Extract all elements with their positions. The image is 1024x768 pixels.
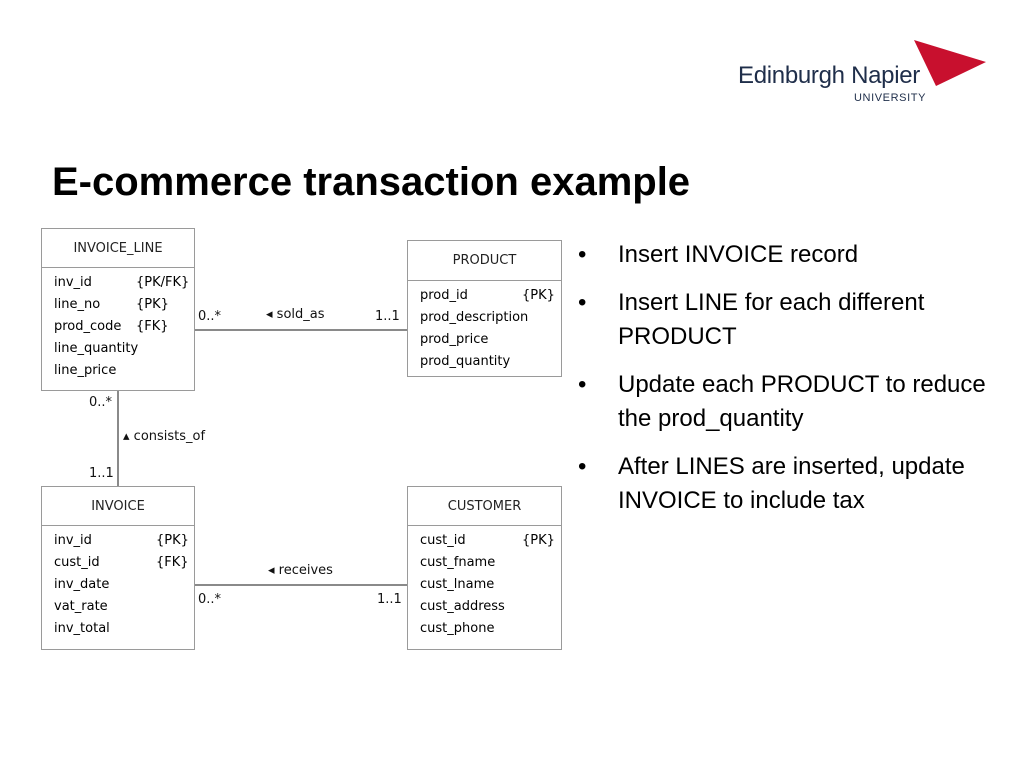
attribute-key: {PK}: [522, 533, 555, 548]
attribute-row: cust_phone: [420, 618, 561, 640]
attribute-name: prod_code: [54, 319, 122, 334]
attribute-key: {PK/FK}: [136, 275, 190, 290]
attribute-name: line_quantity: [54, 341, 139, 356]
attribute-row: cust_address: [420, 596, 561, 618]
attribute-list: inv_id {PK} cust_id {FK} inv_date vat_rate…: [42, 526, 194, 640]
sold-as-line: [194, 329, 408, 331]
bullet-marker: •: [578, 453, 587, 480]
attribute-row: prod_quantity: [420, 351, 561, 373]
entity-name: PRODUCT: [408, 241, 561, 281]
attribute-name: cust_lname: [420, 577, 495, 592]
attribute-name: vat_rate: [54, 599, 108, 614]
bullet-marker: •: [578, 241, 587, 268]
consists-of-label: ▴ consists_of: [123, 429, 205, 444]
attribute-row: inv_date: [54, 574, 194, 596]
attribute-list: prod_id{PK} prod_description prod_price …: [408, 281, 561, 373]
consists-of-line: [117, 390, 119, 486]
attribute-name: cust_address: [420, 599, 505, 614]
attribute-name: inv_id: [54, 533, 92, 548]
relationship-name: consists_of: [133, 429, 206, 444]
attribute-name: cust_id: [420, 533, 466, 548]
receives-label: ◂ receives: [268, 563, 333, 578]
receives-to-multiplicity: 1..1: [377, 592, 402, 607]
attribute-row: prod_price: [420, 329, 561, 351]
receives-line: [194, 584, 408, 586]
bullet-item: • Insert INVOICE record: [578, 238, 998, 272]
entity-customer: CUSTOMER cust_id {PK} cust_fname cust_lna…: [407, 486, 562, 650]
attribute-key: {PK}: [522, 288, 555, 303]
receives-from-multiplicity: 0..*: [198, 592, 222, 607]
attribute-list: cust_id {PK} cust_fname cust_lname cust_a…: [408, 526, 561, 640]
logo-wordmark: Edinburgh Napier: [738, 62, 920, 89]
attribute-key: {PK}: [136, 297, 169, 312]
attribute-row: line_price: [54, 360, 194, 382]
attribute-row: inv_total: [54, 618, 194, 640]
bullet-item: • Insert LINE for each different PRODUCT: [578, 286, 998, 354]
attribute-row: prod_code {FK}: [54, 316, 194, 338]
bullet-item: • Update each PRODUCT to reduce the prod_…: [578, 368, 998, 436]
attribute-name: cust_phone: [420, 621, 495, 636]
entity-name: INVOICE_LINE: [42, 229, 194, 268]
attribute-name: cust_fname: [420, 555, 496, 570]
sold-as-to-multiplicity: 1..1: [375, 309, 400, 324]
entity-product: PRODUCT prod_id {PK} prod_description pro…: [407, 240, 562, 377]
attribute-row: cust_id {PK}: [420, 530, 561, 552]
relationship-name: sold_as: [276, 307, 325, 322]
entity-invoice-line: INVOICE_LINE inv_id {PK/FK} line_no {PK} p…: [41, 228, 195, 391]
bullet-text: Insert INVOICE record: [618, 241, 859, 268]
attribute-key: {PK}: [156, 533, 189, 548]
attribute-row: prod_description: [420, 307, 561, 329]
attribute-name: line_no: [54, 297, 101, 312]
attribute-row: cust_fname: [420, 552, 561, 574]
consists-of-from-multiplicity: 0..*: [89, 395, 113, 410]
attribute-row: vat_rate: [54, 596, 194, 618]
slide-title: E-commerce transaction example: [52, 160, 691, 204]
attribute-name: prod_id: [420, 288, 468, 303]
attribute-row: prod_id {PK}: [420, 285, 561, 307]
bullet-list: • Insert INVOICE record • Insert LINE for …: [578, 238, 998, 532]
attribute-row: cust_lname: [420, 574, 561, 596]
bullet-text: After LINES are inserted, update INVOICE…: [618, 453, 965, 514]
attribute-row: cust_id {FK}: [54, 552, 194, 574]
bullet-text: Update each PRODUCT to reduce the prod_q…: [618, 371, 986, 432]
logo-subtitle: UNIVERSITY: [854, 92, 927, 104]
attribute-name: prod_quantity: [420, 354, 511, 369]
attribute-name: inv_date: [54, 577, 110, 592]
bullet-text: Insert LINE for each different PRODUCT: [618, 289, 925, 350]
attribute-name: prod_description: [420, 310, 529, 325]
attribute-key: {FK}: [156, 555, 189, 570]
entity-name: INVOICE: [42, 487, 194, 526]
logo-flag-icon: [914, 40, 986, 86]
attribute-row: inv_id {PK/FK}: [54, 272, 194, 294]
sold-as-from-multiplicity: 0..*: [198, 309, 222, 324]
bullet-marker: •: [578, 371, 587, 398]
attribute-row: line_no {PK}: [54, 294, 194, 316]
attribute-list: inv_id{PK/FK} line_no{PK} prod_code{FK} …: [42, 268, 194, 382]
entity-name: CUSTOMER: [408, 487, 561, 526]
up-arrow-icon: ▴: [123, 429, 130, 444]
attribute-key: {FK}: [136, 319, 169, 334]
bullet-item: • After LINES are inserted, update INVOIC…: [578, 450, 998, 518]
left-arrow-icon: ◂: [268, 563, 275, 578]
relationship-name: receives: [278, 563, 333, 578]
attribute-name: prod_price: [420, 332, 489, 347]
attribute-name: inv_id: [54, 275, 92, 290]
attribute-name: cust_id: [54, 555, 100, 570]
bullet-marker: •: [578, 289, 587, 316]
attribute-row: inv_id {PK}: [54, 530, 194, 552]
attribute-row: line_quantity: [54, 338, 194, 360]
sold-as-label: ◂ sold_as: [266, 307, 325, 322]
attribute-name: inv_total: [54, 621, 110, 636]
attribute-name: line_price: [54, 363, 117, 378]
left-arrow-icon: ◂: [266, 307, 273, 322]
entity-invoice: INVOICE inv_id {PK} cust_id {FK} inv_date …: [41, 486, 195, 650]
consists-of-to-multiplicity: 1..1: [89, 466, 114, 481]
